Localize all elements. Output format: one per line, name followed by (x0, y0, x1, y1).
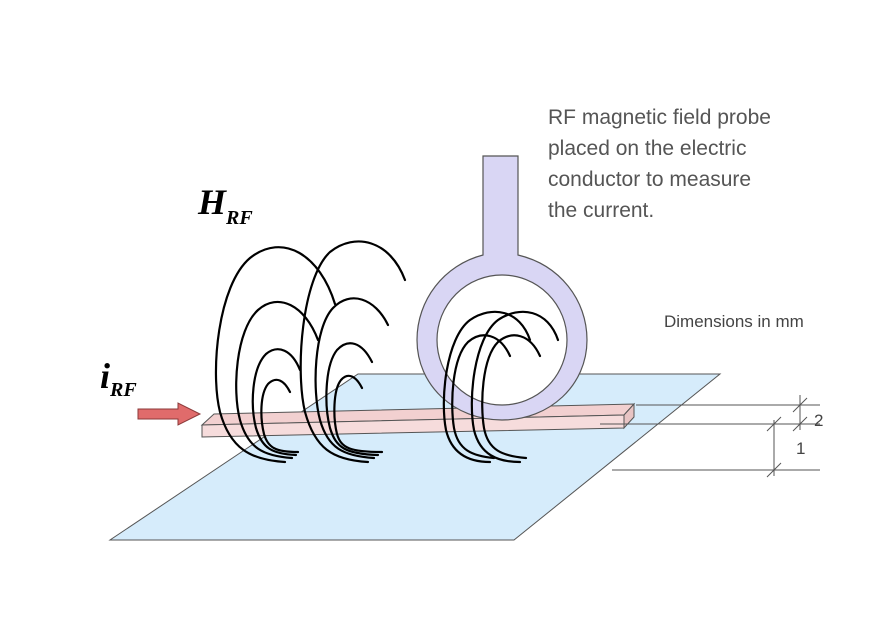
dimension-thickness-value: 2 (814, 411, 823, 430)
magnetic-field-probe (416, 155, 588, 421)
dimension-lines (600, 395, 820, 478)
field-lines-probe (442, 310, 560, 464)
i-rf-label: iRF (100, 356, 137, 401)
ground-plane (108, 373, 722, 541)
probe-caption-line: placed on the electric (548, 137, 746, 160)
field-lines-left (214, 246, 337, 464)
probe-caption-line: RF magnetic field probe (548, 106, 771, 129)
dimensions-note: Dimensions in mm (664, 312, 804, 331)
field-lines-middle (299, 240, 407, 464)
right-arrow-icon (137, 402, 202, 426)
h-rf-label: HRF (197, 182, 253, 229)
dimension-height-value: 1 (796, 439, 805, 458)
probe-caption: RF magnetic field probe placed on the el… (548, 106, 777, 222)
probe-caption-line: conductor to measure (548, 168, 751, 191)
probe-caption-line: the current. (548, 199, 654, 222)
